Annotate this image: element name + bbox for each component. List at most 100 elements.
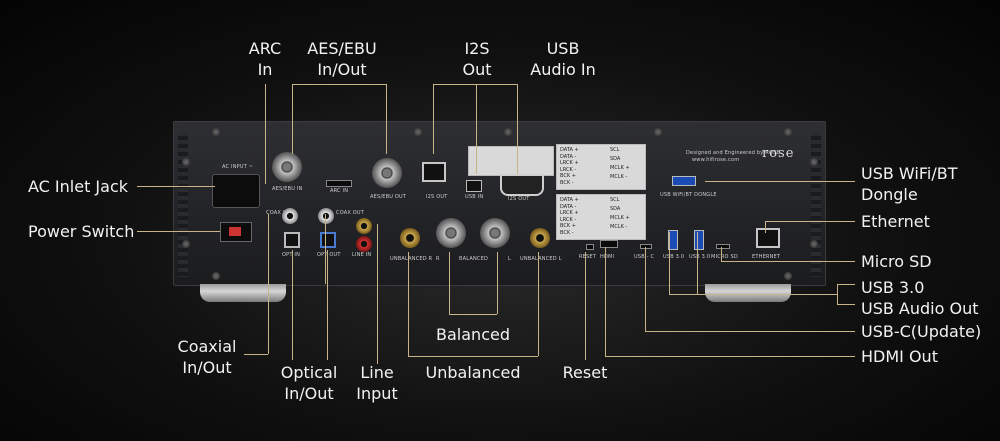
i2s-pin-label: LRCK - xyxy=(560,166,577,173)
i2s-pin-label: LRCK + xyxy=(560,210,579,216)
i2s-pin-label: MCLK + xyxy=(610,165,630,171)
i2s-pin-label: SCL xyxy=(610,197,620,203)
micro-sd-slot[interactable] xyxy=(716,244,730,249)
leader-line-optical xyxy=(292,250,293,360)
i2s-pin-label: BCK - xyxy=(560,179,574,186)
optical-in-port[interactable] xyxy=(284,232,300,248)
dac-module-plate-1 xyxy=(556,144,646,190)
screw xyxy=(654,128,662,136)
balanced-l-connector[interactable] xyxy=(480,218,510,248)
power-switch[interactable] xyxy=(220,222,252,242)
usb30-port-b[interactable] xyxy=(694,230,704,250)
ac-inlet-jack[interactable] xyxy=(212,174,260,208)
line-in-jack-r[interactable] xyxy=(356,218,372,234)
i2s-pin-label: LRCK + xyxy=(560,160,579,166)
leader-line-usbc xyxy=(645,331,855,332)
i2s-pin-label: MCLK - xyxy=(610,174,628,180)
arc-in-label: ARC IN xyxy=(330,188,349,194)
balanced-r-connector[interactable] xyxy=(436,218,466,248)
leader-line-coax xyxy=(268,214,269,354)
optical-out-port[interactable] xyxy=(320,232,336,248)
website-text: www.hifirose.com xyxy=(692,157,740,163)
balanced-label: BALANCED xyxy=(459,256,489,262)
screw xyxy=(784,128,792,136)
callout-hdmi-out: HDMI Out xyxy=(861,347,938,366)
i2s-pin-label: DATA + xyxy=(560,197,579,203)
coax-in-jack[interactable] xyxy=(282,208,298,224)
hdmi-label: HDMI xyxy=(600,254,615,260)
leader-line-power xyxy=(137,231,220,232)
leader-line-usb30 xyxy=(837,284,838,304)
brand-logo: rose xyxy=(762,146,795,161)
callout-usb-c: USB-C(Update) xyxy=(861,322,982,341)
ethernet-port[interactable] xyxy=(756,228,780,248)
leader-line-aes xyxy=(292,84,386,85)
balanced-l-letter: L xyxy=(508,256,511,262)
coax-in-label: COAX IN xyxy=(266,210,289,216)
leader-line-arc xyxy=(265,84,266,184)
aes-ebu-out-connector[interactable] xyxy=(372,158,402,188)
callout-power-switch: Power Switch xyxy=(28,222,135,241)
i2s-dsub-connector[interactable] xyxy=(500,174,544,196)
line-in-jack-l[interactable] xyxy=(356,236,372,252)
reset-label: RESET xyxy=(579,254,597,260)
screw xyxy=(504,128,512,136)
i2s-out2-label: I2S OUT xyxy=(508,196,530,202)
i2s-pin-label: BCK + xyxy=(560,173,576,179)
screw xyxy=(212,272,220,280)
hdmi-port[interactable] xyxy=(600,240,618,248)
aes-ebu-in-label: AES/EBU IN xyxy=(272,186,303,192)
callout-reset: Reset xyxy=(562,363,608,382)
leader-line-aes xyxy=(386,84,387,154)
i2s-pin-label: BCK - xyxy=(560,229,574,236)
leader-line-usb30 xyxy=(697,232,698,294)
leader-line-bal xyxy=(449,252,450,314)
unbalanced-r-jack[interactable] xyxy=(400,228,420,248)
leader-line-usb30 xyxy=(669,294,837,295)
leader-line-usbc xyxy=(645,247,646,331)
arc-in-port[interactable] xyxy=(326,180,352,187)
screw xyxy=(182,158,190,166)
screw xyxy=(414,128,422,136)
leader-line-unbal xyxy=(408,252,409,356)
dongle-label: USB WiFi/BT DONGLE xyxy=(660,192,717,198)
i2s-out-label: I2S OUT xyxy=(426,194,448,200)
usb-dongle-port[interactable] xyxy=(672,176,696,186)
left-foot xyxy=(200,284,286,302)
callout-balanced: Balanced xyxy=(436,325,510,344)
opt-in-label: OPT IN xyxy=(282,252,301,258)
i2s-out-rj45[interactable] xyxy=(422,162,446,182)
unbalanced-r-label: UNBALANCED R xyxy=(390,256,433,262)
aes-ebu-in-connector[interactable] xyxy=(272,152,302,182)
coax-out-label: COAX OUT xyxy=(336,210,365,216)
i2s-pin-label: DATA - xyxy=(560,203,577,210)
leader-line-hdmi xyxy=(605,247,606,356)
usb30-port-a[interactable] xyxy=(668,230,678,250)
callout-ac-inlet: AC Inlet Jack xyxy=(28,177,129,196)
leader-line-microsd xyxy=(721,247,722,261)
leader-line-line-in xyxy=(377,224,378,364)
leader-line-bal xyxy=(449,314,497,315)
unbalanced-l-jack[interactable] xyxy=(530,228,550,248)
usb30-label-b: USB 3.0 xyxy=(689,254,711,260)
leader-line-coax xyxy=(325,214,326,284)
i2s-pin-label: BCK + xyxy=(560,223,576,229)
designed-by-text: Designed and Engineered by ROSE xyxy=(686,150,780,156)
callout-unbalanced: Unbalanced xyxy=(425,363,521,382)
ac-input-label: AC INPUT ~ xyxy=(222,164,254,170)
reset-button[interactable] xyxy=(586,244,594,250)
usb-c-port[interactable] xyxy=(640,244,652,249)
leader-line-usb30 xyxy=(669,232,670,294)
screw xyxy=(212,128,220,136)
screw xyxy=(810,240,818,248)
usb-in-port[interactable] xyxy=(466,180,482,192)
leader-line-unbal xyxy=(408,356,538,357)
coax-out-jack[interactable] xyxy=(318,208,334,224)
leader-line-optical xyxy=(327,250,328,360)
